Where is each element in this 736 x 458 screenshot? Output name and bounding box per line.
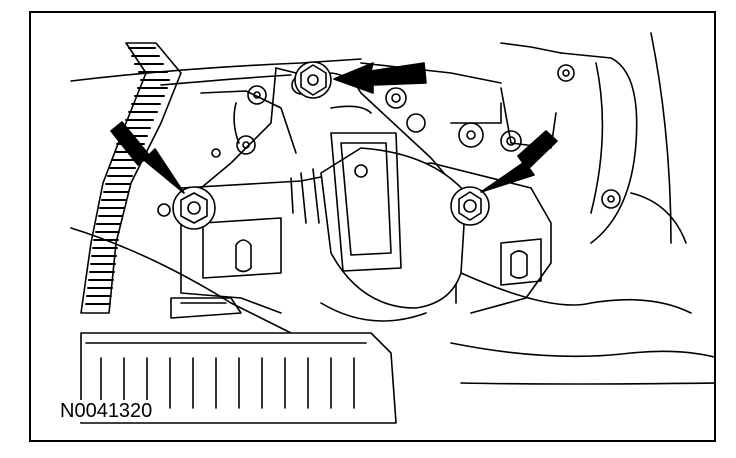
figure-id-label: N0041320 <box>58 400 155 422</box>
left-mount-bolt <box>157 186 216 230</box>
lower-connector <box>70 227 292 334</box>
figure-frame: N0041320 <box>29 11 716 442</box>
callout-arrows <box>110 62 558 194</box>
lower-cover <box>80 332 397 424</box>
arrow-right-mount-bolt <box>480 130 558 193</box>
arrow-left-mount-bolt <box>110 121 185 194</box>
engine-mount <box>180 132 552 322</box>
engine-mount-illustration <box>70 32 714 424</box>
wiring-loom <box>80 42 182 314</box>
right-mount-bolt <box>450 186 490 226</box>
upper-bracket-bolt <box>294 61 332 99</box>
arrow-upper-bracket-bolt <box>333 62 427 94</box>
